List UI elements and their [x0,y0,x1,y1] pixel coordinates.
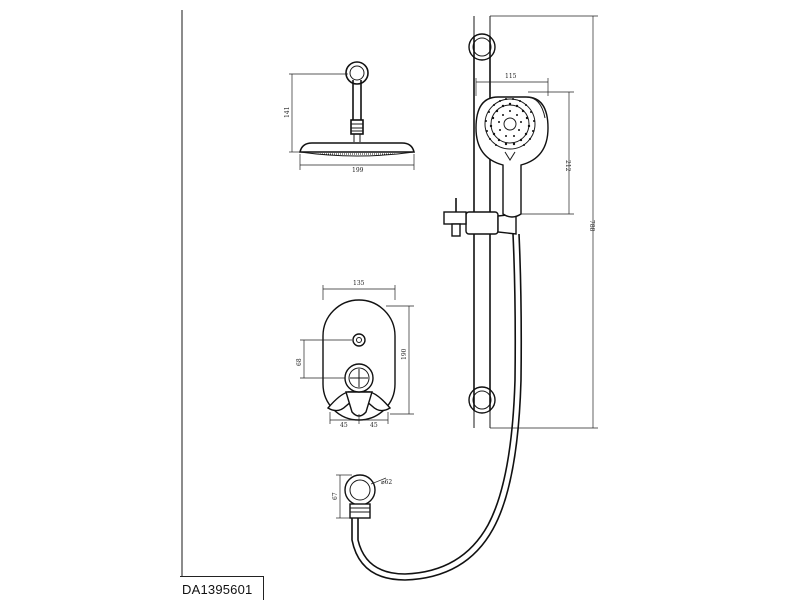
nozzle-dots [485,98,535,146]
elbow-diameter-dim: ⌀62 [381,479,392,486]
title-block: DA1395601 [180,576,264,600]
handset-height-dim: 212 [564,160,571,172]
overhead-shower-head [299,61,415,157]
head-width-dim: 199 [352,167,364,174]
valve-bottom-right-dim: 45 [370,422,378,429]
wall-elbow [344,474,376,519]
overhead-dimensions: 141 199 [284,73,415,174]
valve-width-dim: 135 [353,280,365,287]
mixer-valve [322,299,396,421]
handset-width-dim: 115 [505,73,517,80]
elbow-dimensions: 67 ⌀62 [332,474,392,519]
shower-hose [351,233,523,581]
elbow-height-dim: 67 [332,492,339,500]
valve-upper-dim: 68 [296,358,303,366]
diverter-knob [352,333,366,347]
rail-dimensions: 115 212 788 [475,15,598,429]
head-height-dim: 141 [284,107,291,118]
rail-height-dim: 788 [588,220,595,232]
valve-height-dim: 190 [401,348,408,360]
drawing-code: DA1395601 [182,582,253,597]
hand-shower [475,96,549,218]
slider-holder [465,211,499,235]
valve-dimensions: 135 190 68 45 45 [296,280,414,429]
valve-bottom-left-dim: 45 [340,422,348,429]
